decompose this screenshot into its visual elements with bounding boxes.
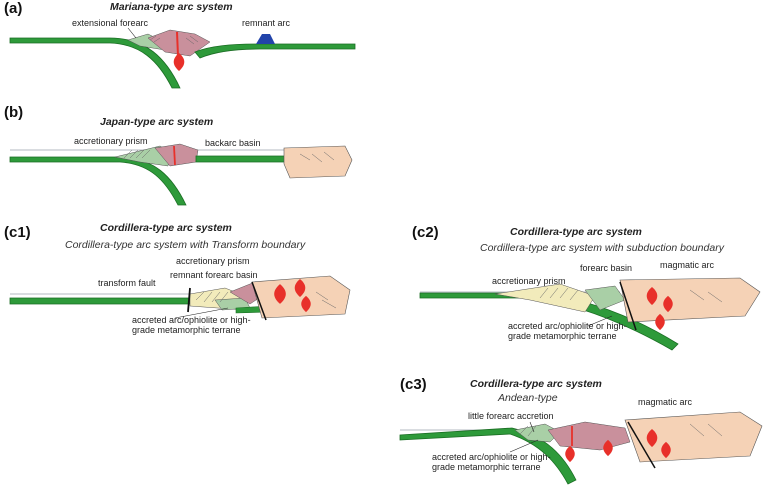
panel-b-magma-conduit: [173, 145, 176, 166]
panel-c1-continent: [251, 275, 351, 319]
panel-c1-label-transform-fault: transform fault: [98, 278, 156, 288]
panel-c2-label-accretionary-prism: accretionary prism: [492, 276, 566, 286]
panel-c3-continent: [624, 411, 763, 463]
panel-a-backarc-plate: [194, 43, 356, 59]
panel-c3-leader-forearc: [529, 421, 535, 433]
panel-c3-subtitle: Andean-type: [498, 392, 558, 404]
panel-c1-leader-terrane: [174, 307, 229, 319]
panel-c1-label: (c1): [4, 224, 31, 241]
panel-c2-title: Cordillera-type arc system: [510, 226, 642, 238]
panel-a-label-remnant-arc: remnant arc: [242, 18, 291, 28]
panel-c2-label-magmatic-arc: magmatic arc: [660, 260, 715, 270]
panel-b-title: Japan-type arc system: [100, 116, 214, 128]
panel-c3-label-little-forearc-accretion: little forearc accretion: [468, 411, 554, 421]
panel-c2-fabric: [539, 287, 723, 303]
panel-a-label: (a): [4, 0, 23, 17]
panel-c3-boundary-fault: [627, 421, 656, 469]
panel-c2-continent: [619, 277, 761, 323]
panel-b-fabric: [123, 149, 335, 163]
panel-a-magma-drop: [173, 53, 185, 71]
panel-c1-transform-fault: [187, 287, 191, 313]
panel-b-label: (b): [4, 104, 24, 121]
panel-a-label-extensional-forearc: extensional forearc: [72, 18, 149, 28]
panel-b-backarc-crust: [195, 155, 291, 163]
panel-c1-title: Cordillera-type arc system: [100, 222, 232, 234]
panel-c1-cross-section: [9, 275, 351, 321]
panel-c2-accretionary-prism: [494, 283, 596, 313]
panel-c3-label-magmatic-arc: magmatic arc: [638, 397, 693, 407]
panel-c1-label-accreted-terrane: accreted arc/ophiolite or high-grade met…: [132, 315, 251, 336]
panel-c2-leader-terrane: [587, 315, 613, 327]
panel-a-fabric: [149, 35, 199, 45]
panel-b-continent: [283, 145, 353, 179]
panel-b-label-backarc-basin: backarc basin: [205, 138, 261, 148]
panel-c2-label: (c2): [412, 224, 439, 241]
panel-c3-leader-terrane: [509, 439, 539, 453]
panel-a-arc-body: [147, 29, 211, 57]
panel-c3-arc-body: [547, 421, 631, 451]
panel-b-label-accretionary-prism: accretionary prism: [74, 136, 148, 146]
panel-c2-cross-section: [419, 277, 761, 351]
panel-a-title: Mariana-type arc system: [110, 1, 233, 13]
panel-c2-label-accreted-terrane: accreted arc/ophiolite or high-grade met…: [508, 321, 627, 342]
panel-c1-fabric: [195, 291, 337, 309]
panel-c2-subtitle: Cordillera-type arc system with subducti…: [480, 242, 724, 254]
panel-a-leader-forearc: [127, 27, 137, 39]
panel-c2-boundary-fault: [619, 281, 637, 331]
panel-c3-title: Cordillera-type arc system: [470, 378, 602, 390]
panel-c3-label: (c3): [400, 376, 427, 393]
panel-c1-subtitle: Cordillera-type arc system with Transfor…: [65, 239, 306, 251]
panel-c3-fabric: [519, 423, 723, 437]
panel-a-cross-section: [9, 27, 356, 89]
panel-c1-label-accretionary-prism: accretionary prism: [176, 256, 250, 266]
panel-c3-label-accreted-terrane: accreted arc/ophiolite or high-grade met…: [432, 452, 551, 473]
panel-a-remnant-arc: [256, 34, 275, 44]
panel-b-cross-section: [9, 143, 353, 206]
panel-c3-cross-section: [399, 411, 763, 485]
panel-c1-boundary-fault: [251, 281, 267, 321]
panel-a-magma-conduit: [176, 31, 179, 57]
panel-c1-label-remnant-forearc-basin: remnant forearc basin: [170, 270, 258, 280]
panel-c1-oceanic-plate: [9, 297, 191, 305]
panel-c2-label-forearc-basin: forearc basin: [580, 263, 633, 273]
panel-a-subducting-plate: [9, 37, 181, 89]
